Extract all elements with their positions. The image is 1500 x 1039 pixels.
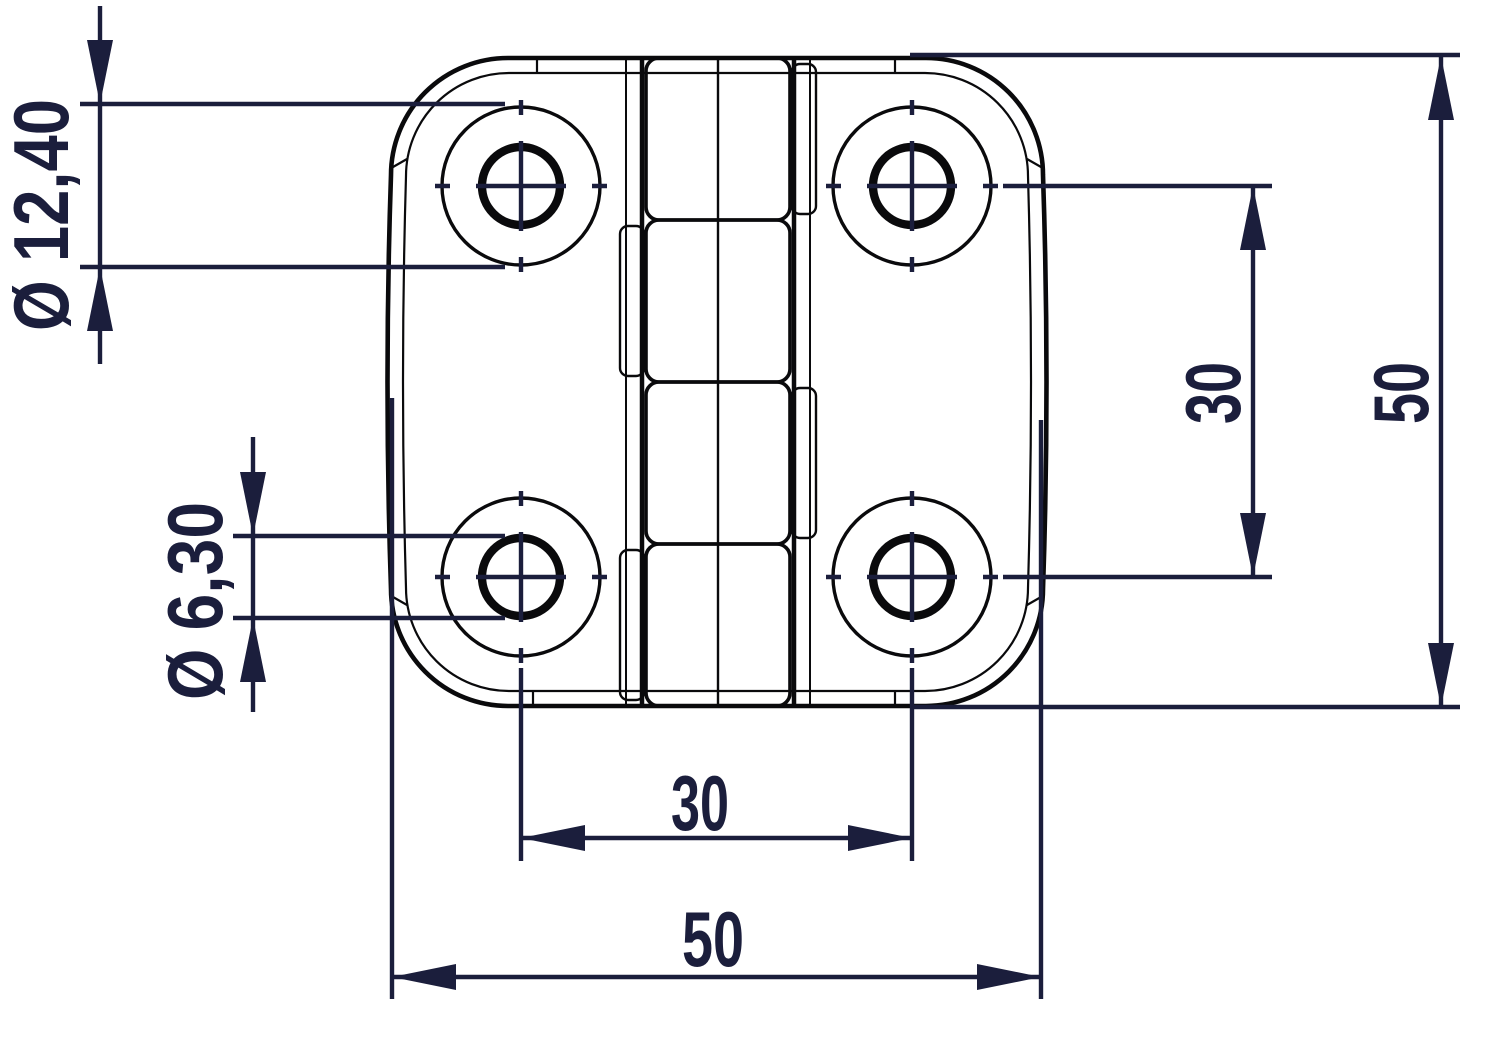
dim-horizontal-spacing-label: 30 <box>671 759 729 847</box>
arrowhead-down <box>240 472 266 536</box>
knuckle-relief-3 <box>790 386 818 540</box>
hinge-part <box>385 55 1049 709</box>
dimension-counterbore-diameter: Ø 12,40 <box>0 6 505 364</box>
arrowhead-left <box>392 964 456 990</box>
arrowhead-up <box>1428 56 1454 120</box>
arrowhead-down <box>1240 513 1266 577</box>
knuckle-segment-4 <box>644 542 792 708</box>
dimension-hole-diameter: Ø 6,30 <box>151 437 505 712</box>
arrowhead-left <box>521 825 585 851</box>
knuckle-relief-1 <box>790 62 818 216</box>
hinge-knuckle-barrel <box>618 56 818 708</box>
arrowhead-down <box>1428 643 1454 707</box>
knuckle-relief-2 <box>618 224 646 378</box>
hinge-inner-outline <box>401 71 1033 693</box>
arrowhead-right <box>977 964 1041 990</box>
knuckle-relief-4 <box>618 548 646 702</box>
dimension-horizontal-hole-spacing: 30 <box>518 668 915 861</box>
dimension-overall-width: 50 <box>389 398 1044 999</box>
arrowhead-down <box>87 40 113 104</box>
outline-transition-ticks <box>392 58 1042 706</box>
hole-centerlines <box>435 100 998 663</box>
arrowhead-right <box>848 825 912 851</box>
dimension-vertical-hole-spacing: 30 <box>1003 183 1272 580</box>
dim-overall-height-label: 50 <box>1357 362 1445 424</box>
dimension-overall-height: 50 <box>910 52 1460 710</box>
arrowhead-up <box>240 618 266 682</box>
arrowhead-up <box>1240 186 1266 250</box>
dim-vertical-spacing-label: 30 <box>1169 362 1257 424</box>
dim-overall-width-label: 50 <box>682 895 744 983</box>
arrowhead-up <box>87 267 113 331</box>
dim-counterbore-diameter-label: Ø 12,40 <box>0 99 85 331</box>
dim-hole-diameter-label: Ø 6,30 <box>151 502 239 700</box>
